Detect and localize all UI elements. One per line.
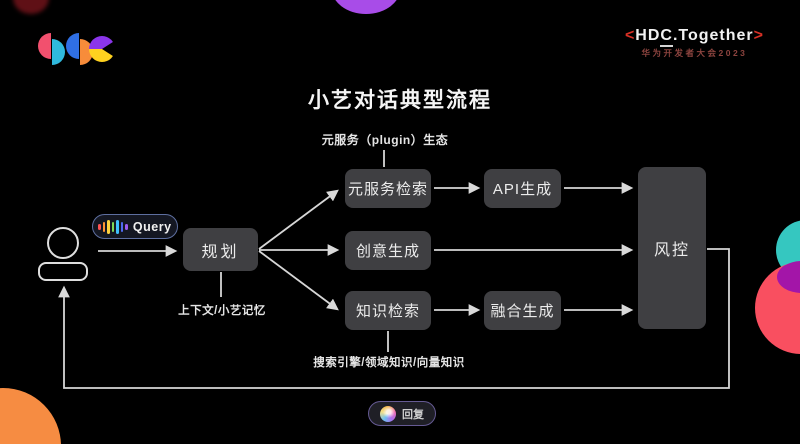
user-person-body-icon: [38, 262, 88, 281]
voice-waveform-icon: [98, 219, 128, 234]
brand-block: <HDC.Together> 华为开发者大会2023: [624, 27, 764, 58]
brand-name-post: .Together: [672, 27, 754, 44]
decor-magenta-overlap-right: [777, 261, 800, 293]
arrow-risk-feedback-loop: [58, 248, 730, 389]
reply-pill-label: 回复: [402, 408, 424, 421]
brand-bracket-right: >: [753, 27, 764, 44]
node-meta-service-retrieval: 元服务检索: [345, 169, 431, 208]
user-person-head-icon: [47, 227, 79, 259]
hdc-logo-icon: [38, 33, 116, 65]
arrow-planning-to-meta: [258, 189, 339, 250]
reply-pill: 回复: [368, 401, 436, 426]
label-context-memory: 上下文/小艺记忆: [178, 305, 266, 317]
brand-bracket-left: <: [624, 27, 636, 44]
query-pill-label: Query: [132, 219, 172, 234]
label-knowledge-sources: 搜索引擎/领域知识/向量知识: [313, 357, 465, 369]
label-plugin-ecosystem: 元服务（plugin）生态: [321, 133, 449, 147]
node-creative-generation: 创意生成: [345, 231, 431, 270]
node-planning: 规划: [183, 228, 258, 271]
brand-title: <HDC.Together>: [624, 27, 764, 47]
xiaoyi-sphere-icon: [380, 405, 396, 422]
arrow-planning-to-knowledge: [258, 250, 339, 311]
query-pill: Query: [92, 214, 178, 239]
brand-name-c-underlined: C: [660, 27, 673, 47]
decor-red-glow-top-left: [13, 0, 49, 14]
node-risk-control: 风控: [638, 167, 706, 329]
brand-name-pre: HD: [635, 27, 661, 44]
node-api-generation: API生成: [484, 169, 561, 208]
node-fusion-generation: 融合生成: [484, 291, 561, 330]
brand-subtitle: 华为开发者大会2023: [641, 48, 748, 58]
node-knowledge-retrieval: 知识检索: [345, 291, 431, 330]
page-title: 小艺对话典型流程: [308, 89, 492, 112]
